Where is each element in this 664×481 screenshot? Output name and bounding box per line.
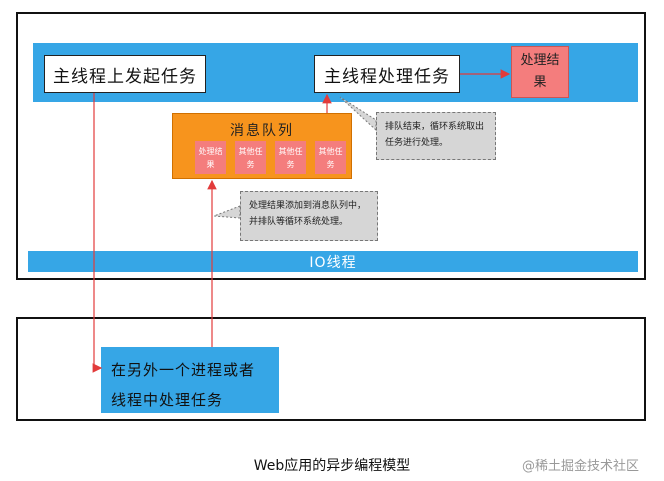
arrow-start-to-other-process: [92, 93, 103, 373]
figure-caption: Web应用的异步编程模型: [253, 458, 411, 474]
main-start-task-box: 主线程上发起任务: [44, 55, 206, 93]
queue-item: 其他任务: [315, 141, 346, 174]
main-process-task-box: 主线程处理任务: [314, 55, 460, 93]
process-result-box: 处理结果: [511, 46, 569, 98]
callout-bottom-pointer: [213, 205, 241, 219]
other-process-task-box: 在另外一个进程或者线程中处理任务: [101, 347, 279, 413]
queue-item: 处理结果: [195, 141, 226, 174]
callout-enqueue-result: 处理结果添加到消息队列中，并排队等循环系统处理。: [240, 191, 378, 241]
message-queue-title: 消息队列: [230, 123, 294, 139]
watermark: @稀土掘金技术社区: [522, 459, 640, 474]
io-thread-band: IO线程: [28, 251, 638, 272]
callout-top-pointer: [339, 96, 377, 132]
callout-queue-dequeue: 排队结束，循环系统取出任务进行处理。: [376, 112, 496, 160]
queue-item: 其他任务: [235, 141, 266, 174]
queue-item: 其他任务: [275, 141, 306, 174]
